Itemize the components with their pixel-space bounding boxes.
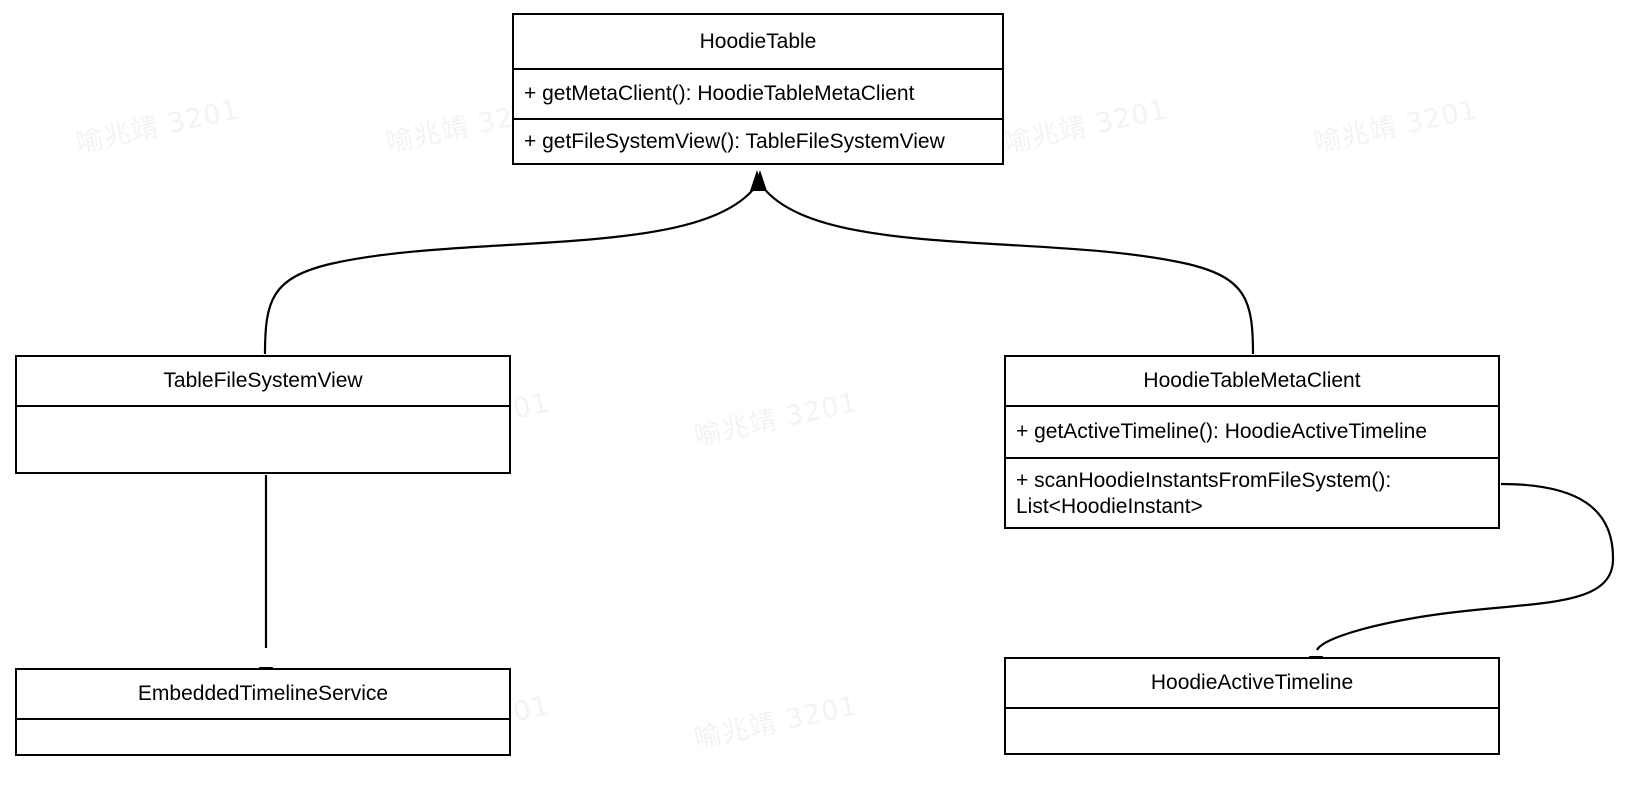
- class-name-hoodie-table-meta-client: HoodieTableMetaClient: [1143, 369, 1361, 392]
- class-box-table-file-system-view[interactable]: TableFileSystemView: [15, 355, 511, 474]
- class-name-table-file-system-view: TableFileSystemView: [163, 369, 363, 392]
- watermark-text: 喻兆靖 3201: [691, 690, 861, 756]
- class-compartment-empty-embedded-timeline-service: [17, 718, 509, 756]
- edge-hoodietablemetaclient-to-hoodietable: [753, 170, 1255, 355]
- class-box-hoodie-active-timeline[interactable]: HoodieActiveTimeline: [1004, 657, 1500, 755]
- watermark-text: 喻兆靖 3201: [1001, 94, 1171, 160]
- arrowhead: [753, 170, 767, 191]
- class-name-hoodie-table: HoodieTable: [699, 29, 817, 53]
- class-compartment-empty-hoodie-active-timeline: [1006, 707, 1498, 755]
- edge-tablefilesystemview-to-hoodietable: [263, 170, 764, 355]
- class-box-hoodie-table-meta-client[interactable]: HoodieTableMetaClient + getActiveTimeline…: [1004, 355, 1500, 529]
- class-member-hoodie-table-1: + getFileSystemView(): TableFileSystemVi…: [514, 118, 1002, 165]
- arrowhead: [750, 170, 764, 191]
- class-member-hoodie-table-meta-client-1: + scanHoodieInstantsFromFileSystem(): Li…: [1006, 457, 1498, 529]
- class-name-embedded-timeline-service: EmbeddedTimelineService: [137, 682, 389, 705]
- edge-tablefilesystemview-to-embeddedtimelineservice: [259, 475, 273, 688]
- class-member-hoodie-table-0: + getMetaClient(): HoodieTableMetaClient: [514, 68, 1002, 118]
- class-box-hoodie-table[interactable]: HoodieTable + getMetaClient(): HoodieTabl…: [512, 13, 1004, 165]
- class-member-hoodie-table-meta-client-0: + getActiveTimeline(): HoodieActiveTimel…: [1006, 405, 1498, 457]
- watermark-text: 喻兆靖 3201: [691, 387, 861, 453]
- class-box-embedded-timeline-service[interactable]: EmbeddedTimelineService: [15, 668, 511, 756]
- watermark-text: 喻兆靖 3201: [1311, 94, 1481, 160]
- watermark-text: 喻兆靖 3201: [73, 94, 243, 160]
- class-name-hoodie-active-timeline: HoodieActiveTimeline: [1150, 671, 1354, 694]
- class-compartment-empty-table-file-system-view: [17, 405, 509, 474]
